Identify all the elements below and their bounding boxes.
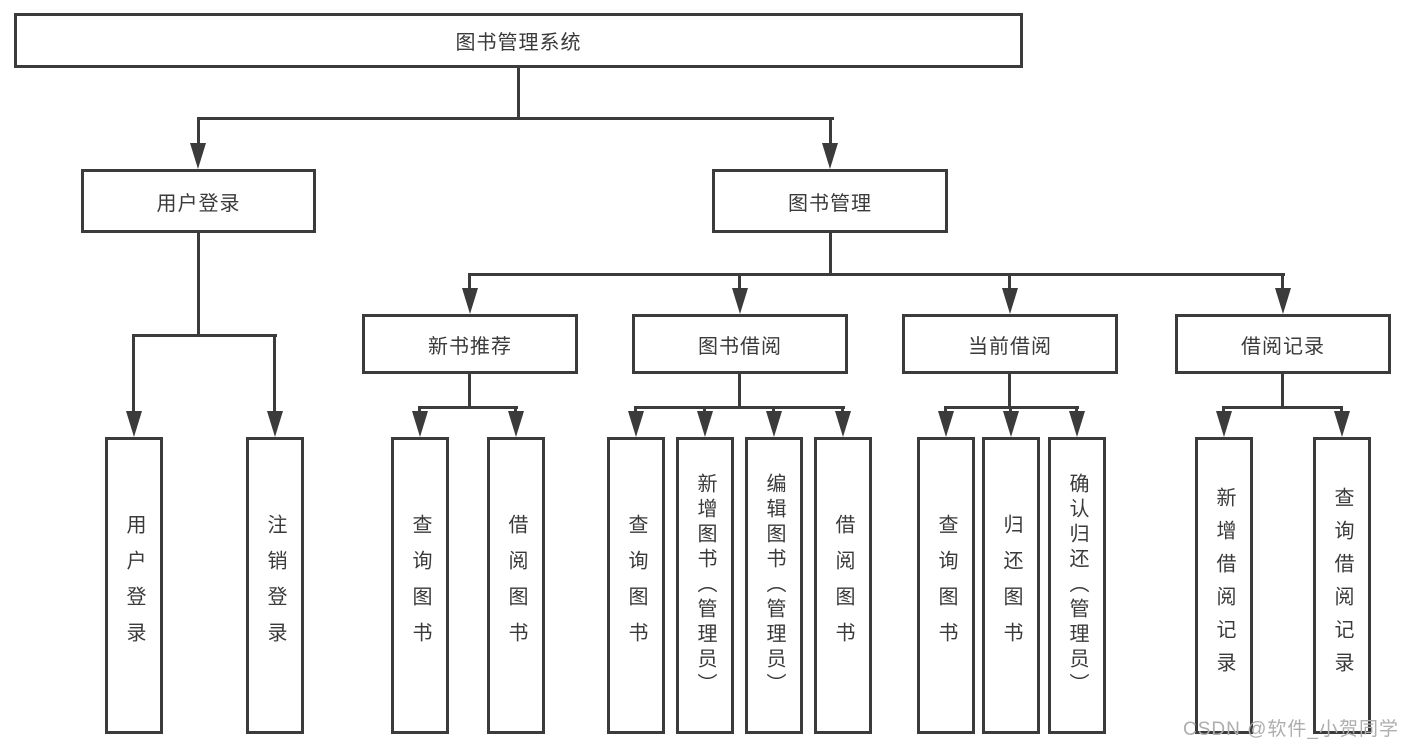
leaf-confirm-return-admin: 确认归还（管理员） [1048, 437, 1106, 734]
arrow-down-icon [822, 143, 838, 169]
arrow-down-icon [938, 411, 954, 437]
arrow-down-icon [412, 411, 428, 437]
arrow-down-icon [732, 288, 748, 314]
connector-line [1008, 372, 1011, 409]
connector-line [197, 117, 834, 120]
connector-line [132, 334, 135, 414]
connector-line [1222, 406, 1343, 409]
leaf-borrow-books-recommend: 借阅图书 [487, 437, 545, 734]
node-root-label: 图书管理系统 [455, 32, 582, 54]
connector-line [1008, 273, 1011, 293]
arrow-down-icon [508, 411, 524, 437]
node-book-borrowing-label: 图书借阅 [698, 335, 782, 358]
watermark: CSDN @软件_小贺同学 [1183, 719, 1399, 740]
leaf-user-login: 用户登录 [105, 437, 163, 734]
node-current-borrowing: 当前借阅 [902, 314, 1118, 374]
connector-line [829, 117, 832, 149]
connector-line [273, 334, 276, 414]
leaf-query-borrow-record-label: 查询借阅记录 [1331, 486, 1353, 685]
node-borrowing-records-label: 借阅记录 [1241, 335, 1325, 358]
connector-line [468, 372, 471, 409]
connector-line [517, 66, 520, 120]
arrow-down-icon [267, 411, 283, 437]
leaf-borrow-books-borrowing: 借阅图书 [814, 437, 872, 734]
leaf-return-books: 归还图书 [982, 437, 1040, 734]
leaf-edit-books-admin: 编辑图书（管理员） [745, 437, 803, 734]
arrow-down-icon [190, 143, 206, 169]
connector-line [829, 231, 832, 276]
node-user-login-label: 用户登录 [156, 192, 241, 215]
connector-line [468, 273, 471, 293]
leaf-add-borrow-record-label: 新增借阅记录 [1213, 486, 1235, 685]
connector-line [1281, 273, 1284, 293]
connector-line [738, 372, 741, 409]
arrow-down-icon [1334, 411, 1350, 437]
leaf-confirm-return-admin-label: 确认归还（管理员） [1066, 473, 1088, 698]
node-user-login: 用户登录 [81, 169, 316, 233]
node-book-management: 图书管理 [712, 169, 948, 233]
leaf-user-login-label: 用户登录 [123, 513, 145, 658]
arrow-down-icon [766, 411, 782, 437]
arrow-down-icon [628, 411, 644, 437]
connector-line [1281, 372, 1284, 409]
leaf-add-books-admin: 新增图书（管理员） [676, 437, 734, 734]
arrow-down-icon [1002, 288, 1018, 314]
leaf-query-books-current: 查询图书 [917, 437, 975, 734]
leaf-query-books-current-label: 查询图书 [935, 513, 957, 658]
connector-line [634, 406, 845, 409]
leaf-query-books-recommend: 查询图书 [391, 437, 449, 734]
connector-line [197, 231, 200, 337]
node-new-book-recommendation-label: 新书推荐 [428, 335, 512, 358]
leaf-query-borrow-record: 查询借阅记录 [1313, 437, 1371, 734]
leaf-edit-books-admin-label: 编辑图书（管理员） [763, 473, 785, 698]
node-borrowing-records: 借阅记录 [1175, 314, 1391, 374]
arrow-down-icon [462, 288, 478, 314]
leaf-add-borrow-record: 新增借阅记录 [1195, 437, 1253, 734]
node-current-borrowing-label: 当前借阅 [968, 335, 1052, 358]
connector-line [468, 273, 1285, 276]
node-new-book-recommendation: 新书推荐 [362, 314, 578, 374]
arrow-down-icon [1275, 288, 1291, 314]
node-root: 图书管理系统 [14, 13, 1023, 68]
arrow-down-icon [1069, 411, 1085, 437]
connector-line [132, 334, 277, 337]
leaf-logout: 注销登录 [246, 437, 304, 734]
arrow-down-icon [126, 411, 142, 437]
arrow-down-icon [697, 411, 713, 437]
connector-line [197, 117, 200, 149]
leaf-logout-label: 注销登录 [264, 513, 286, 658]
node-book-management-label: 图书管理 [788, 192, 872, 215]
arrow-down-icon [835, 411, 851, 437]
leaf-query-books-borrowing-label: 查询图书 [625, 513, 647, 658]
leaf-query-books-borrowing: 查询图书 [607, 437, 665, 734]
leaf-return-books-label: 归还图书 [1000, 513, 1022, 658]
connector-line [738, 273, 741, 293]
arrow-down-icon [1216, 411, 1232, 437]
leaf-add-books-admin-label: 新增图书（管理员） [694, 473, 716, 698]
leaf-borrow-books-borrowing-label: 借阅图书 [832, 513, 854, 658]
node-book-borrowing: 图书借阅 [632, 314, 848, 374]
leaf-borrow-books-recommend-label: 借阅图书 [505, 513, 527, 658]
leaf-query-books-recommend-label: 查询图书 [409, 513, 431, 658]
connector-line [418, 406, 518, 409]
arrow-down-icon [1003, 411, 1019, 437]
